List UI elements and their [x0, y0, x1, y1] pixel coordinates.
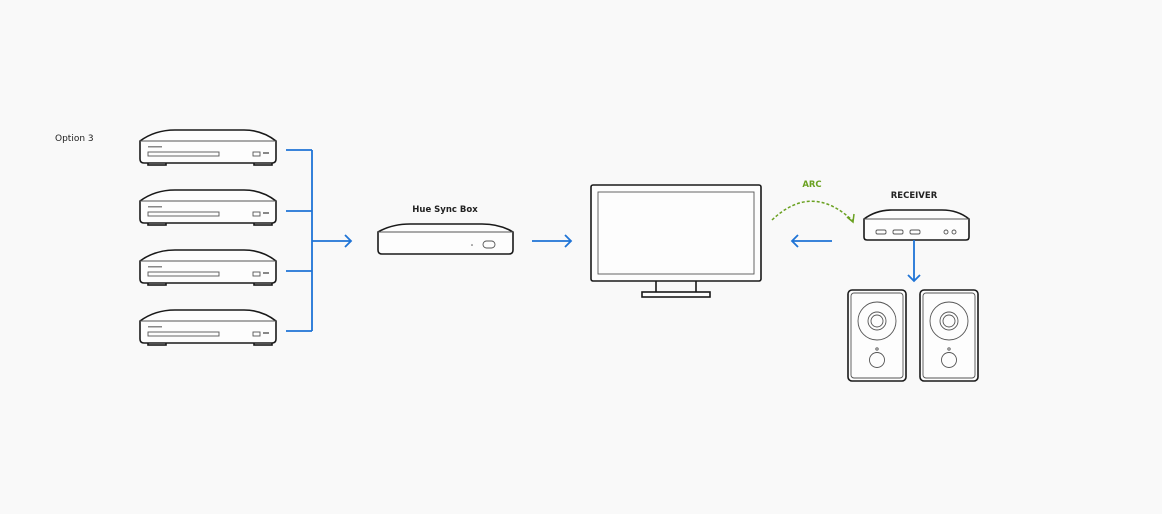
option-label: Option 3: [55, 134, 94, 144]
receiver: RECEIVER: [863, 191, 970, 241]
arc-label: ARC: [802, 180, 821, 190]
television: [590, 184, 762, 298]
media-player-2: [139, 189, 277, 226]
source-bus-line: [286, 149, 313, 332]
sync-box-label: Hue Sync Box: [412, 205, 478, 215]
speaker-1: [847, 289, 907, 382]
media-player-1: [139, 129, 277, 166]
arc-arrowhead: [846, 213, 855, 224]
arrow-to-speakers: [907, 240, 921, 283]
media-player-4: [139, 309, 277, 346]
source-connectors: [286, 149, 353, 332]
arc-arrow: [771, 200, 854, 222]
media-player-3: [139, 249, 277, 286]
receiver-label: RECEIVER: [891, 191, 938, 201]
arrow-to-tv: [532, 234, 573, 248]
hue-sync-box: Hue Sync Box: [377, 205, 514, 255]
arrow-receiver-to-tv: [790, 234, 832, 248]
arrow-to-syncbox: [312, 234, 353, 248]
speaker-2: [919, 289, 979, 382]
